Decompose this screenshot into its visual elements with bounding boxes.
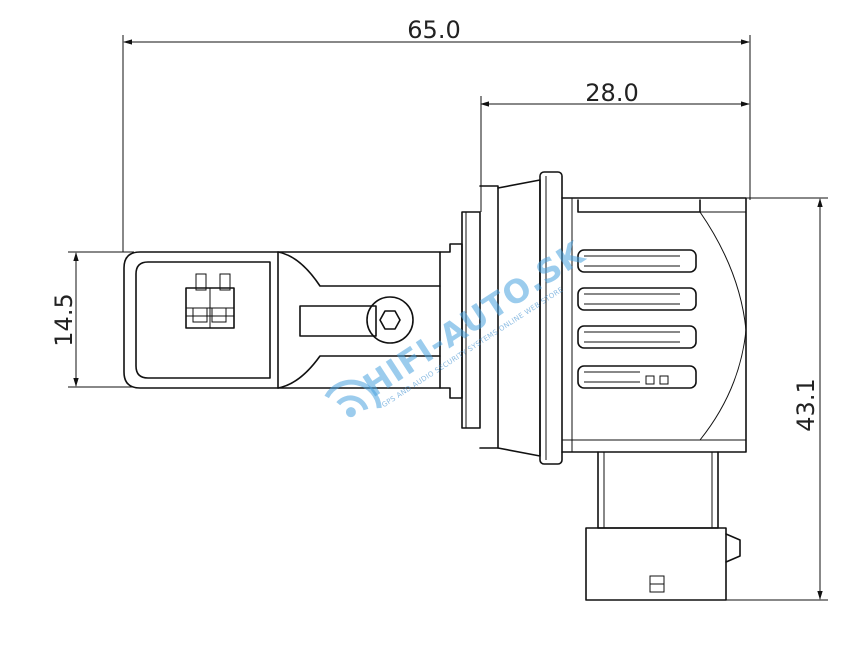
lower-cable-stem xyxy=(597,451,719,529)
dimension-total-length: 65.0 xyxy=(122,16,751,252)
bulb-base-collar xyxy=(439,171,563,465)
cable-neck xyxy=(277,251,441,389)
dimension-total-length-label: 65.0 xyxy=(407,16,460,44)
dimension-total-height: 43.1 xyxy=(724,197,828,601)
hex-screw-icon xyxy=(366,296,414,344)
lower-connector-plug xyxy=(585,527,741,601)
heat-sink-body xyxy=(561,197,747,453)
cooling-slots xyxy=(577,249,697,389)
wifi-signal-icon xyxy=(324,379,382,418)
dimension-total-height-label: 43.1 xyxy=(792,378,820,431)
connector-pins-icon xyxy=(185,273,235,329)
dimension-plug-height: 14.5 xyxy=(50,251,134,388)
dimension-plug-height-label: 14.5 xyxy=(50,293,78,346)
connector-housing xyxy=(123,251,279,389)
watermark-logo: HIFI-AUTO.SK GPS AND AUDIO SECURITY SYST… xyxy=(324,233,592,418)
dimension-base-length-label: 28.0 xyxy=(585,79,638,107)
dimension-base-length: 28.0 xyxy=(480,79,750,212)
watermark-brand: HIFI-AUTO.SK xyxy=(356,233,591,404)
